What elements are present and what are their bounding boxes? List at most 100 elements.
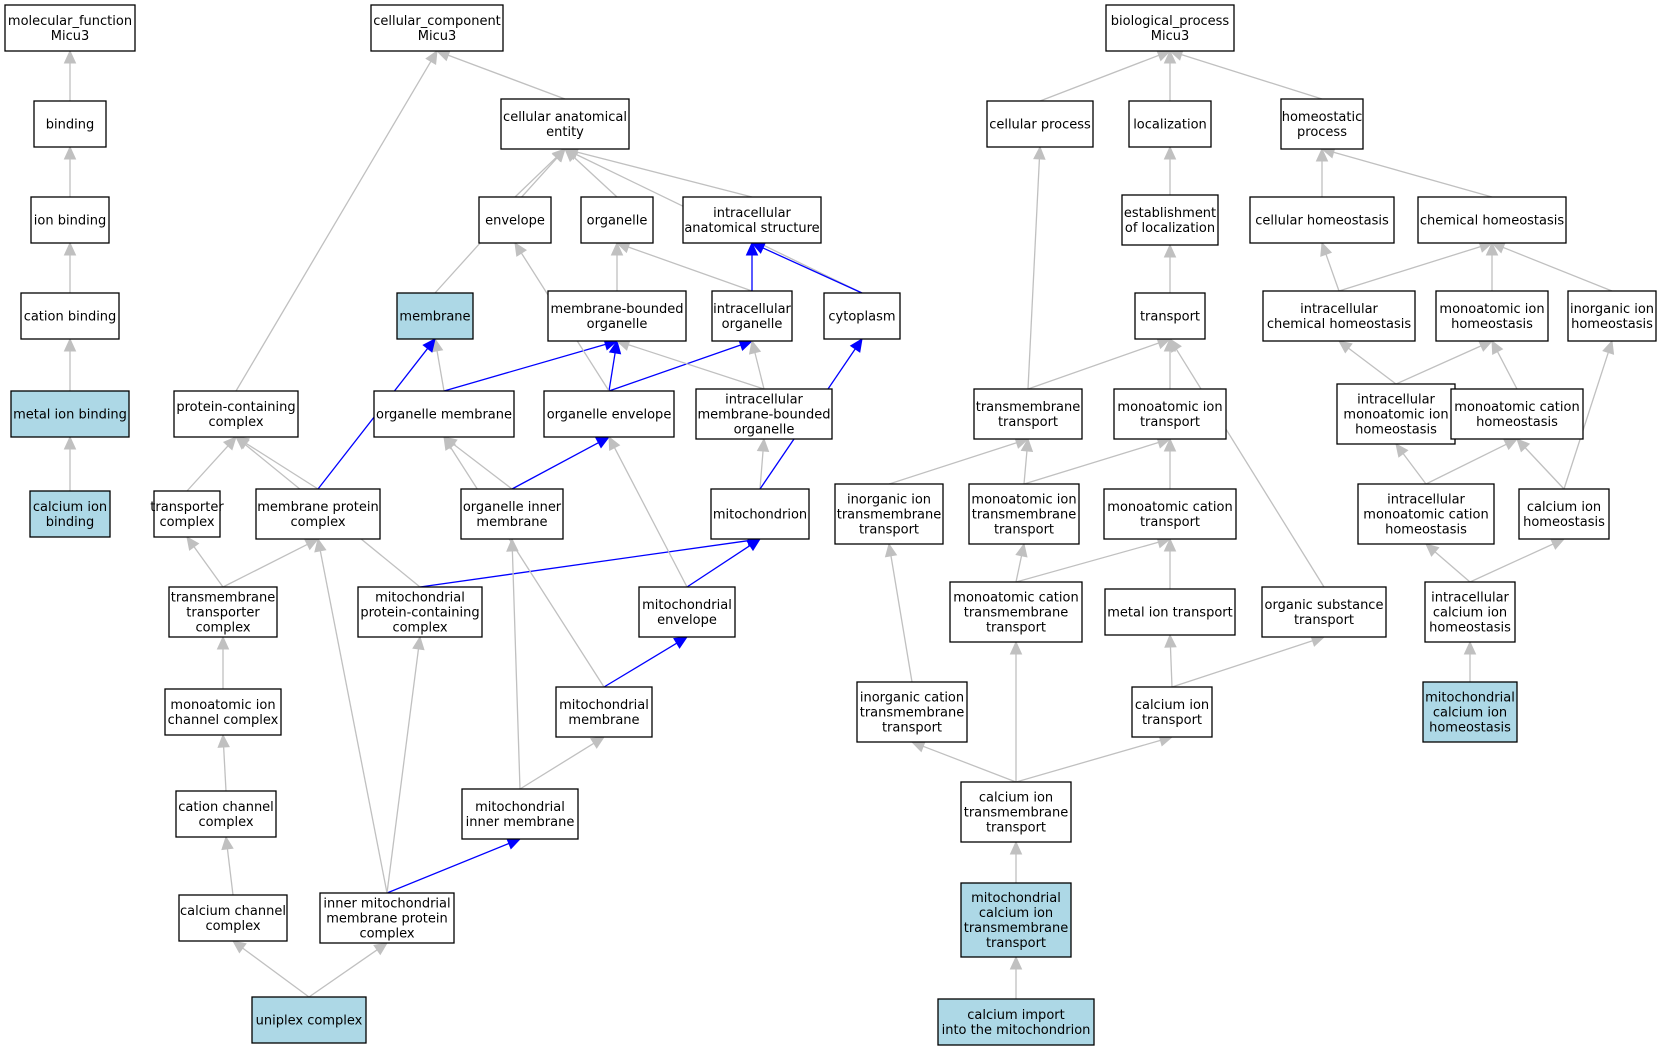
node-label-line: calcium import xyxy=(967,1008,1064,1023)
edge-arrowhead xyxy=(373,942,388,956)
node-label-line: monoatomic cation xyxy=(953,591,1078,606)
node-label-line: into the mitochondrion xyxy=(942,1023,1091,1038)
edge-oe-to-io xyxy=(608,339,754,392)
node-box xyxy=(1567,290,1657,342)
node-label-line: complex xyxy=(195,621,250,636)
go-term-om[interactable]: organelle membrane xyxy=(373,390,515,438)
go-term-metal-ion-binding[interactable]: metal ion binding xyxy=(10,390,130,438)
edge-line xyxy=(1015,739,1161,783)
node-label-line: transport xyxy=(1294,613,1354,628)
node-label-line: monoatomic cation xyxy=(1363,508,1488,523)
node-box xyxy=(1518,488,1610,540)
edge-ias-to-cae xyxy=(563,146,753,198)
edge-tc-to-pcc xyxy=(186,436,237,492)
edge-line xyxy=(1023,450,1028,485)
go-term-cellhomeo[interactable]: cellular homeostasis xyxy=(1249,196,1395,244)
go-term-membrane[interactable]: membrane xyxy=(396,292,474,340)
edge-line xyxy=(628,344,765,390)
go-term-oe[interactable]: organelle envelope xyxy=(543,390,675,438)
edge-line xyxy=(386,842,510,894)
go-term-transport[interactable]: transport xyxy=(1134,292,1206,340)
node-box xyxy=(1357,483,1495,545)
go-term-envelope[interactable]: envelope xyxy=(478,196,552,244)
edge-ich-to-chemhomeo xyxy=(1338,240,1494,292)
edge-line xyxy=(222,746,227,792)
node-box xyxy=(580,196,654,244)
node-label-line: transport xyxy=(1140,310,1200,325)
node-box xyxy=(20,292,120,340)
go-term-uniplex[interactable]: uniplex complex xyxy=(251,996,367,1044)
edge-arrowhead xyxy=(673,636,689,649)
edge-mch-to-mih xyxy=(1491,339,1518,390)
go-term-mito[interactable]: mitochondrion xyxy=(710,488,810,540)
node-box xyxy=(4,4,136,52)
go-term-binding[interactable]: binding xyxy=(33,100,107,148)
node-box xyxy=(949,581,1083,643)
node-box xyxy=(682,196,822,244)
go-term-cytoplasm[interactable]: cytoplasm xyxy=(823,292,901,340)
go-term-chemhomeo[interactable]: chemical homeostasis xyxy=(1417,196,1567,244)
edge-arrowhead xyxy=(235,436,250,450)
edge-line xyxy=(603,642,678,688)
go-term-localization[interactable]: localization xyxy=(1128,100,1212,148)
edge-arrowhead xyxy=(222,436,237,451)
edge-arrowhead xyxy=(910,740,926,753)
go-term-ion-binding[interactable]: ion binding xyxy=(30,196,110,244)
go-term-mett[interactable]: metal ion transport xyxy=(1104,588,1236,636)
node-box xyxy=(319,892,455,944)
go-term-cation-binding[interactable]: cation binding xyxy=(20,292,120,340)
edge-line xyxy=(1434,551,1471,583)
edge-arrowhead xyxy=(1163,537,1177,552)
edge-arrowhead xyxy=(1395,443,1409,458)
node-label-line: complex xyxy=(159,515,214,530)
go-term-organelle[interactable]: organelle xyxy=(580,196,654,244)
go-term-cellproc[interactable]: cellular process xyxy=(986,100,1094,148)
edge-line xyxy=(573,156,618,198)
